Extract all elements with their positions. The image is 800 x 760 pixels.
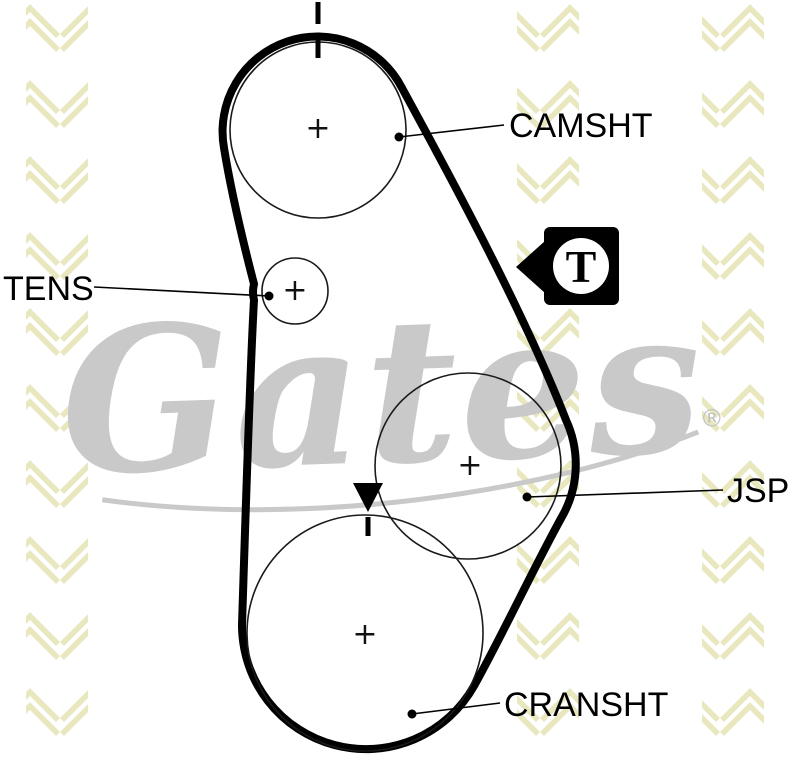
- label-tensioner: TENS: [3, 270, 94, 308]
- label-crankshaft: CRANSHT: [504, 686, 668, 724]
- crankshaft-pulley: [246, 514, 484, 752]
- jsp-center-mark: +: [457, 448, 482, 483]
- jsp-pulley: [374, 372, 562, 560]
- watermark-text: Gates: [57, 264, 707, 521]
- tension-marker-circle: [553, 238, 609, 294]
- labels: CAMSHT TENS JSP CRANSHT: [3, 107, 789, 724]
- crankshaft-leader-line: [411, 702, 501, 715]
- jsp-leader-line: [526, 489, 724, 498]
- camshaft-leader-line: [398, 124, 505, 138]
- tensioner-center-mark: +: [282, 273, 307, 308]
- timing-belt: [218, 32, 580, 753]
- watermark-flourish: [101, 429, 700, 513]
- crankshaft-timing-mark: [353, 483, 383, 536]
- tensioner-leader-line: [93, 286, 270, 297]
- chevron-column-right: [702, 0, 764, 760]
- tensioner-pulley: [261, 257, 329, 325]
- camshaft-center-mark: +: [305, 111, 330, 146]
- label-camshaft: CAMSHT: [509, 107, 653, 145]
- gates-watermark: Gates ®: [57, 264, 724, 521]
- tension-marker-letter: T: [566, 241, 597, 292]
- arrow-left-icon: [516, 241, 545, 293]
- triangle-down-icon: [353, 483, 383, 512]
- pulley-center-marks: + + + +: [282, 111, 482, 652]
- label-jsp: JSP: [727, 472, 789, 510]
- leader-lines: [93, 124, 724, 719]
- crankshaft-center-mark: +: [352, 617, 377, 652]
- chevron-column-left: [26, 0, 88, 760]
- watermark-registered-mark: ®: [699, 404, 724, 433]
- tension-marker: T: [516, 227, 619, 305]
